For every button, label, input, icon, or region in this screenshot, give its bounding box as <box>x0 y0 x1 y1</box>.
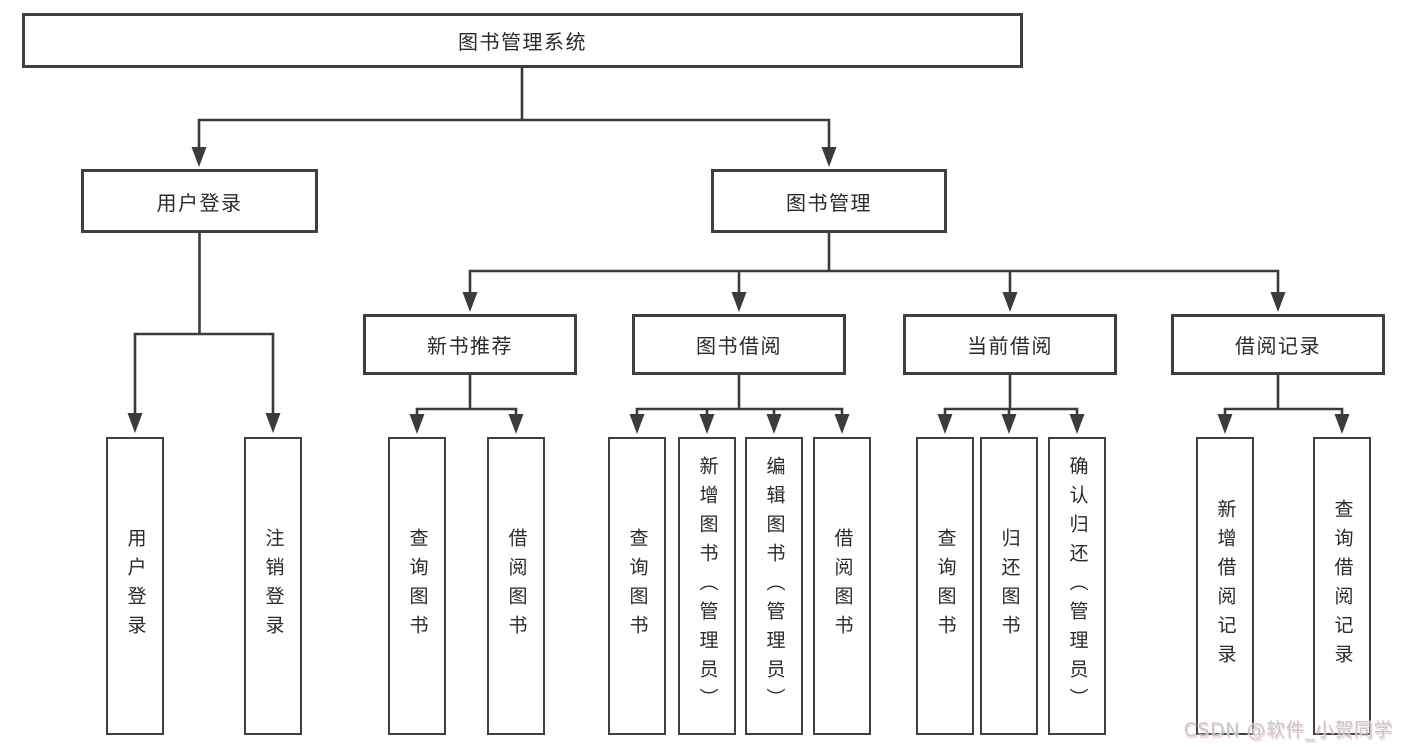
node-label: 查询借阅记录 <box>1331 499 1354 673</box>
node-new-book-recommend: 新书推荐 <box>363 314 577 375</box>
node-label: 借阅图书 <box>505 528 528 644</box>
node-label: 图书借阅 <box>696 334 782 358</box>
leaf-query-books: 查询图书 <box>608 437 666 735</box>
node-label: 查询图书 <box>626 528 649 644</box>
leaf-query-borrow-record: 查询借阅记录 <box>1313 437 1371 735</box>
node-label: 当前借阅 <box>967 334 1053 358</box>
leaf-query-books: 查询图书 <box>916 437 974 735</box>
watermark: CSDN @软件_小贺同学 <box>1183 719 1393 741</box>
leaf-borrow-books: 借阅图书 <box>487 437 545 735</box>
node-label: 图书管理 <box>786 190 872 215</box>
node-label: 借阅图书 <box>831 528 854 644</box>
node-label: 用户登录 <box>124 528 147 644</box>
node-book-management: 图书管理 <box>711 169 947 233</box>
node-label: 确认归还（管理员） <box>1066 455 1089 717</box>
node-borrow-records: 借阅记录 <box>1171 314 1385 375</box>
node-label: 查询图书 <box>406 528 429 644</box>
leaf-logout: 注销登录 <box>244 437 302 735</box>
node-library-management-system: 图书管理系统 <box>22 13 1023 68</box>
leaf-edit-books-admin: 编辑图书（管理员） <box>745 437 803 735</box>
node-current-borrow: 当前借阅 <box>903 314 1117 375</box>
node-label: 图书管理系统 <box>458 30 587 54</box>
node-label: 新书推荐 <box>427 334 513 358</box>
leaf-add-borrow-record: 新增借阅记录 <box>1196 437 1254 735</box>
node-label: 编辑图书（管理员） <box>763 455 786 717</box>
leaf-confirm-return-admin: 确认归还（管理员） <box>1048 437 1106 735</box>
node-label: 借阅记录 <box>1235 334 1321 358</box>
node-label: 查询图书 <box>934 528 957 644</box>
leaf-user-login: 用户登录 <box>106 437 164 735</box>
node-label: 新增图书（管理员） <box>696 455 719 717</box>
node-label: 归还图书 <box>998 528 1021 644</box>
node-label: 新增借阅记录 <box>1214 499 1237 673</box>
leaf-query-books: 查询图书 <box>388 437 446 735</box>
node-label: 用户登录 <box>156 190 243 215</box>
node-label: 注销登录 <box>262 528 285 644</box>
node-book-borrow: 图书借阅 <box>632 314 846 375</box>
leaf-borrow-books: 借阅图书 <box>813 437 871 735</box>
leaf-add-books-admin: 新增图书（管理员） <box>678 437 736 735</box>
leaf-return-books: 归还图书 <box>980 437 1038 735</box>
node-user-login: 用户登录 <box>81 169 318 233</box>
